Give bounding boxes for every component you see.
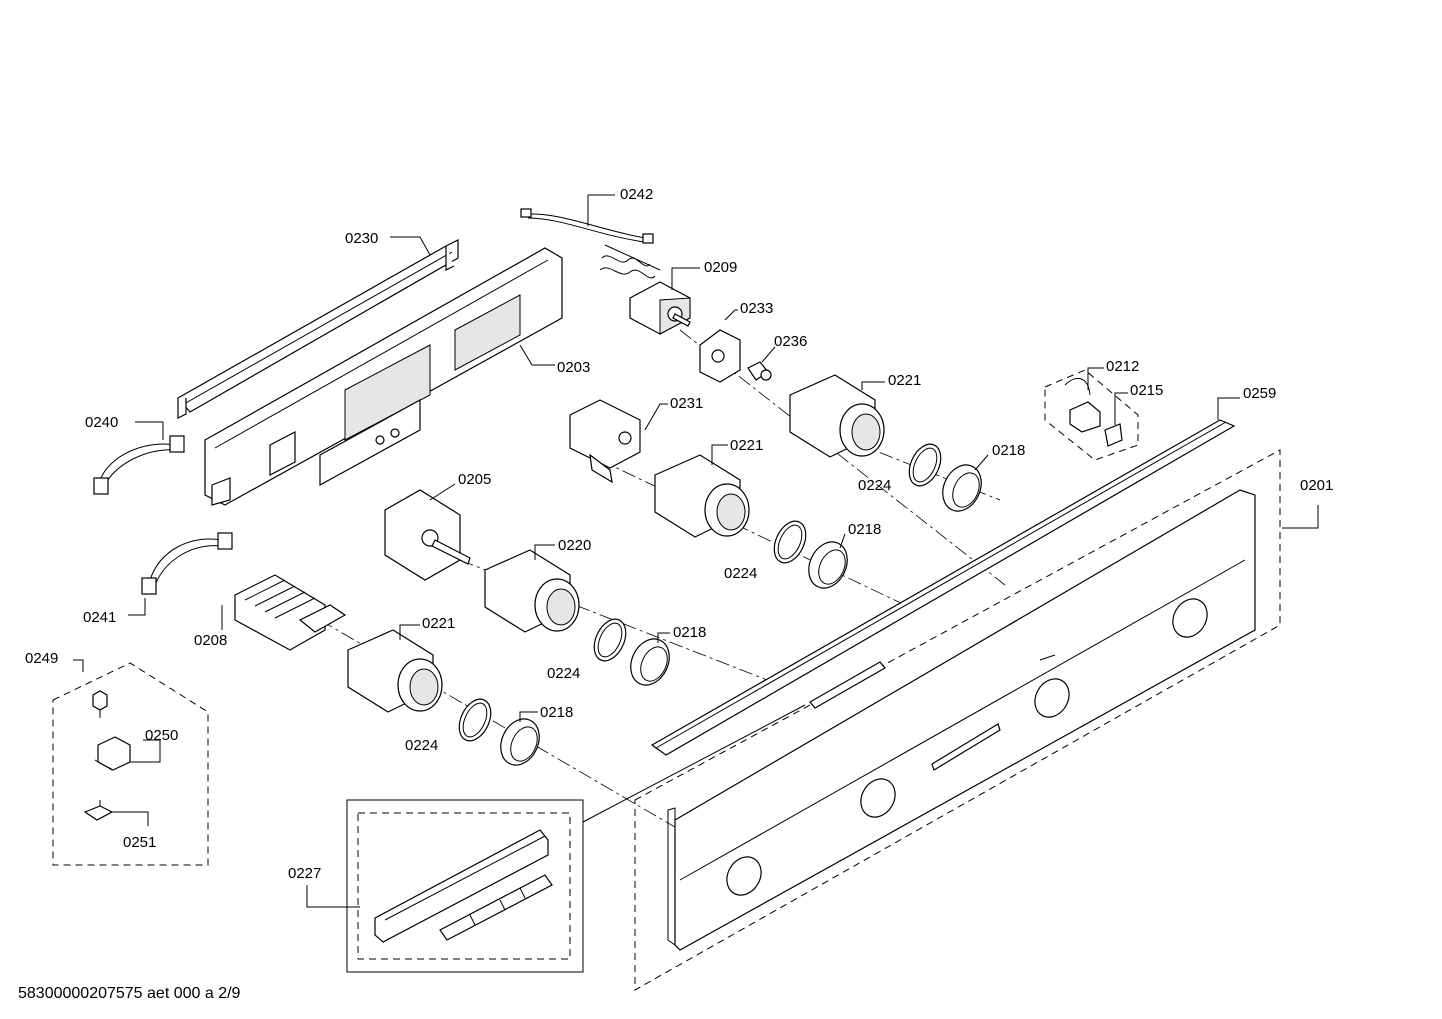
label-0218-middle: 0218 (848, 521, 881, 538)
bezel-0218-bottom: 0218 (500, 704, 573, 766)
label-0250: 0250 (145, 727, 178, 744)
label-0251: 0251 (123, 834, 156, 851)
bezel-0218-lower: 0218 (630, 624, 706, 686)
label-0224-middle: 0224 (724, 565, 757, 582)
ring-0224-bottom: 0224 (405, 698, 492, 754)
part-0221-switch-middle: 0221 (654, 437, 763, 538)
bezel-0218-middle: 0218 (808, 521, 881, 589)
label-0218-bottom: 0218 (540, 704, 573, 721)
label-0218-top: 0218 (992, 442, 1025, 459)
part-0221-switch-lower: 0221 (347, 615, 455, 713)
ring-0224-top: 0224 (858, 443, 942, 494)
label-0221-middle: 0221 (730, 437, 763, 454)
label-0205: 0205 (458, 471, 491, 488)
label-0230: 0230 (345, 230, 378, 247)
label-0201: 0201 (1300, 477, 1333, 494)
label-0242: 0242 (620, 186, 653, 203)
ring-0224-lower: 0224 (547, 618, 627, 682)
label-0218-lower: 0218 (673, 624, 706, 641)
label-0236: 0236 (774, 333, 807, 350)
part-0220-switch: 0220 (484, 537, 591, 633)
label-0212: 0212 (1106, 358, 1139, 375)
part-0221-switch-top: 0221 (789, 372, 921, 458)
part-0208-selector: 0208 (194, 574, 347, 651)
part-0240-cable: 0240 (85, 414, 185, 495)
label-0233: 0233 (740, 300, 773, 317)
label-0224-top: 0224 (858, 477, 891, 494)
part-0205-bracket: 0205 (384, 471, 491, 581)
part-0212-0215-group: 0212 0215 (1044, 358, 1163, 461)
part-0259-trim-strip: 0259 (650, 385, 1276, 756)
label-0224-lower: 0224 (547, 665, 580, 682)
part-0242-wire-harness: 0242 (520, 186, 654, 244)
label-0203: 0203 (557, 359, 590, 376)
part-0233-bracket: 0233 (699, 300, 773, 383)
part-0227-detail-inset: 0227 (288, 661, 886, 973)
label-0259: 0259 (1243, 385, 1276, 402)
label-0224-bottom: 0224 (405, 737, 438, 754)
ring-0224-middle: 0224 (724, 520, 807, 582)
label-0221-lower: 0221 (422, 615, 455, 632)
label-0220: 0220 (558, 537, 591, 554)
part-0236-lamp: 0236 (747, 333, 807, 381)
part-0209-thermostat: 0209 (599, 244, 737, 335)
part-0230-mounting-rail: 0230 (177, 230, 459, 419)
label-0209: 0209 (704, 259, 737, 276)
label-0221-top: 0221 (888, 372, 921, 389)
label-0227: 0227 (288, 865, 321, 882)
label-0231: 0231 (670, 395, 703, 412)
label-0215: 0215 (1130, 382, 1163, 399)
label-0208: 0208 (194, 632, 227, 649)
document-footer: 58300000207575 aet 000 a 2/9 (18, 985, 241, 1002)
part-0231-bracket: 0231 (569, 395, 703, 484)
bezel-0218-top: 0218 (942, 442, 1025, 512)
label-0241: 0241 (83, 609, 116, 626)
part-0249-group: 0249 0250 0251 (25, 650, 209, 866)
part-0203-control-frame: 0203 (204, 247, 590, 506)
part-0201-front-panel: 0201 (634, 449, 1333, 991)
label-0240: 0240 (85, 414, 118, 431)
part-0241-cable: 0241 (83, 532, 233, 626)
label-0249: 0249 (25, 650, 58, 667)
